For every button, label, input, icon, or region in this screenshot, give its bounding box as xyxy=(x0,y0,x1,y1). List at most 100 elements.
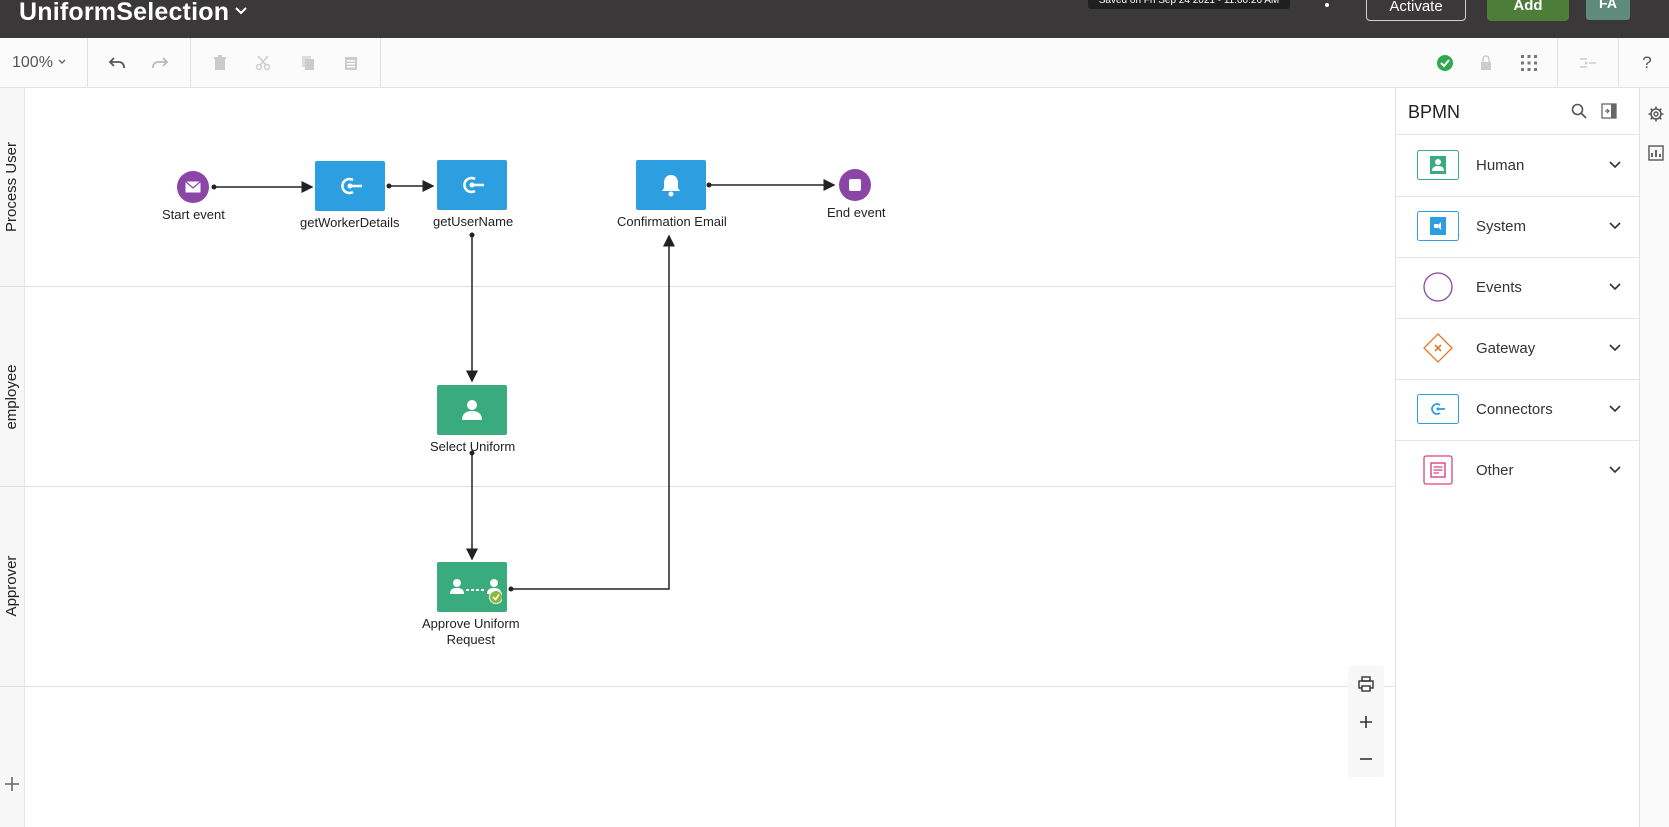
print-icon[interactable] xyxy=(1348,666,1384,702)
system-task-icon xyxy=(1417,211,1459,241)
search-icon[interactable] xyxy=(1569,101,1589,121)
toolbar-divider xyxy=(1557,38,1558,88)
toolbar-divider xyxy=(190,38,191,88)
toolbar-divider xyxy=(380,38,381,88)
more-options-icon[interactable] xyxy=(1325,3,1329,7)
label-line: Approve Uniform xyxy=(422,616,520,631)
palette-item-system[interactable]: System xyxy=(1396,196,1640,257)
palette-divider xyxy=(1396,440,1640,441)
task-get-user-name[interactable] xyxy=(437,160,507,210)
palette-divider xyxy=(1396,379,1640,380)
palette-item-events[interactable]: Events xyxy=(1396,257,1640,318)
bell-icon xyxy=(662,175,680,197)
palette-item-label: Events xyxy=(1476,279,1522,296)
palette-item-other[interactable]: Other xyxy=(1396,440,1640,501)
task-confirmation-email-label: Confirmation Email xyxy=(617,214,727,229)
help-icon[interactable]: ? xyxy=(1642,53,1652,72)
collapse-icon[interactable] xyxy=(1577,52,1599,74)
chevron-down-icon xyxy=(1609,466,1621,474)
chevron-down-icon xyxy=(1609,344,1621,352)
palette-item-label: Human xyxy=(1476,157,1525,174)
palette-item-human[interactable]: Human xyxy=(1396,135,1640,196)
approval-users-icon xyxy=(450,579,502,604)
toolbar-divider xyxy=(1618,38,1619,88)
end-event-label: End event xyxy=(827,205,886,220)
palette-item-label: Other xyxy=(1476,462,1514,479)
grid-icon[interactable] xyxy=(1518,52,1540,74)
undo-icon[interactable] xyxy=(106,52,128,74)
palette-item-label: Gateway xyxy=(1476,340,1536,357)
lane-divider xyxy=(0,686,1395,687)
activate-button[interactable]: Activate xyxy=(1366,0,1466,21)
end-event[interactable] xyxy=(839,169,871,201)
start-event-label: Start event xyxy=(162,207,225,222)
task-select-uniform-label: Select Uniform xyxy=(430,439,516,454)
lock-icon[interactable] xyxy=(1475,52,1497,74)
task-select-uniform[interactable] xyxy=(437,385,507,435)
palette-item-label: System xyxy=(1476,218,1527,235)
envelope-icon xyxy=(185,181,201,193)
saved-status: Saved on Fri Sep 24 2021 - 11:00:26 AM xyxy=(1088,0,1290,9)
redo-icon[interactable] xyxy=(149,52,171,74)
canvas-zoom-controls xyxy=(1348,666,1384,777)
zoom-in-icon[interactable] xyxy=(1348,704,1384,740)
task-approve-uniform-request[interactable] xyxy=(437,562,507,612)
task-approve-uniform-request-label: Approve Uniform Request xyxy=(422,616,520,648)
stop-icon xyxy=(849,179,861,191)
chevron-down-icon xyxy=(1609,283,1621,291)
avatar[interactable]: FA xyxy=(1586,0,1630,20)
user-icon xyxy=(462,400,482,420)
chevron-down-icon xyxy=(1609,405,1621,413)
flow-approve-to-confirmation[interactable] xyxy=(511,234,675,590)
start-event[interactable] xyxy=(177,171,209,203)
lane-divider xyxy=(0,486,1395,487)
collapse-panel-icon[interactable] xyxy=(1599,101,1619,121)
human-task-icon xyxy=(1417,150,1459,180)
label-line: Request xyxy=(446,632,495,647)
chevron-down-icon xyxy=(58,59,66,64)
editor-toolbar: 100% xyxy=(0,38,1669,88)
bpmn-palette: BPMN Human System xyxy=(1395,88,1640,827)
copy-icon[interactable] xyxy=(297,52,319,74)
task-get-worker-details-label: getWorkerDetails xyxy=(300,215,400,230)
palette-item-connectors[interactable]: Connectors xyxy=(1396,379,1640,440)
cut-icon[interactable] xyxy=(252,52,274,74)
event-circle-icon xyxy=(1417,272,1459,302)
zoom-select[interactable]: 100% xyxy=(12,54,67,72)
delete-icon[interactable] xyxy=(209,52,231,74)
task-get-user-name-label: getUserName xyxy=(433,214,514,229)
task-confirmation-email[interactable] xyxy=(636,160,706,210)
add-button[interactable]: Add xyxy=(1487,0,1569,21)
process-title[interactable]: UniformSelection xyxy=(19,0,230,26)
chevron-down-icon xyxy=(1609,161,1621,169)
connector-icon xyxy=(1417,394,1459,424)
settings-gear-icon[interactable] xyxy=(1647,105,1665,123)
palette-divider xyxy=(1396,318,1640,319)
palette-divider xyxy=(1396,257,1640,258)
sequence-flows xyxy=(211,179,836,592)
zoom-out-icon[interactable] xyxy=(1348,741,1384,777)
paste-icon[interactable] xyxy=(340,52,362,74)
chevron-down-icon[interactable] xyxy=(234,4,248,23)
zoom-level: 100% xyxy=(12,54,53,71)
process-canvas[interactable]: Process User employee Approver xyxy=(0,88,1395,827)
palette-title: BPMN xyxy=(1408,102,1461,122)
chevron-down-icon xyxy=(1609,222,1621,230)
validate-icon[interactable] xyxy=(1434,52,1456,74)
app-header: UniformSelection Saved on Fri Sep 24 202… xyxy=(0,0,1669,38)
service-connector-icon xyxy=(463,176,484,194)
gateway-diamond-icon xyxy=(1417,333,1459,363)
lane-divider xyxy=(0,286,1395,287)
palette-item-label: Connectors xyxy=(1476,401,1553,418)
task-get-worker-details[interactable] xyxy=(315,161,385,211)
note-icon xyxy=(1417,455,1459,485)
chart-icon[interactable] xyxy=(1647,144,1665,162)
palette-item-gateway[interactable]: Gateway xyxy=(1396,318,1640,379)
lane-header-column xyxy=(0,88,25,827)
palette-divider xyxy=(1396,196,1640,197)
toolbar-divider xyxy=(87,38,88,88)
add-lane-icon[interactable] xyxy=(3,773,21,799)
right-rail xyxy=(1639,88,1669,827)
palette-divider xyxy=(1396,134,1640,135)
